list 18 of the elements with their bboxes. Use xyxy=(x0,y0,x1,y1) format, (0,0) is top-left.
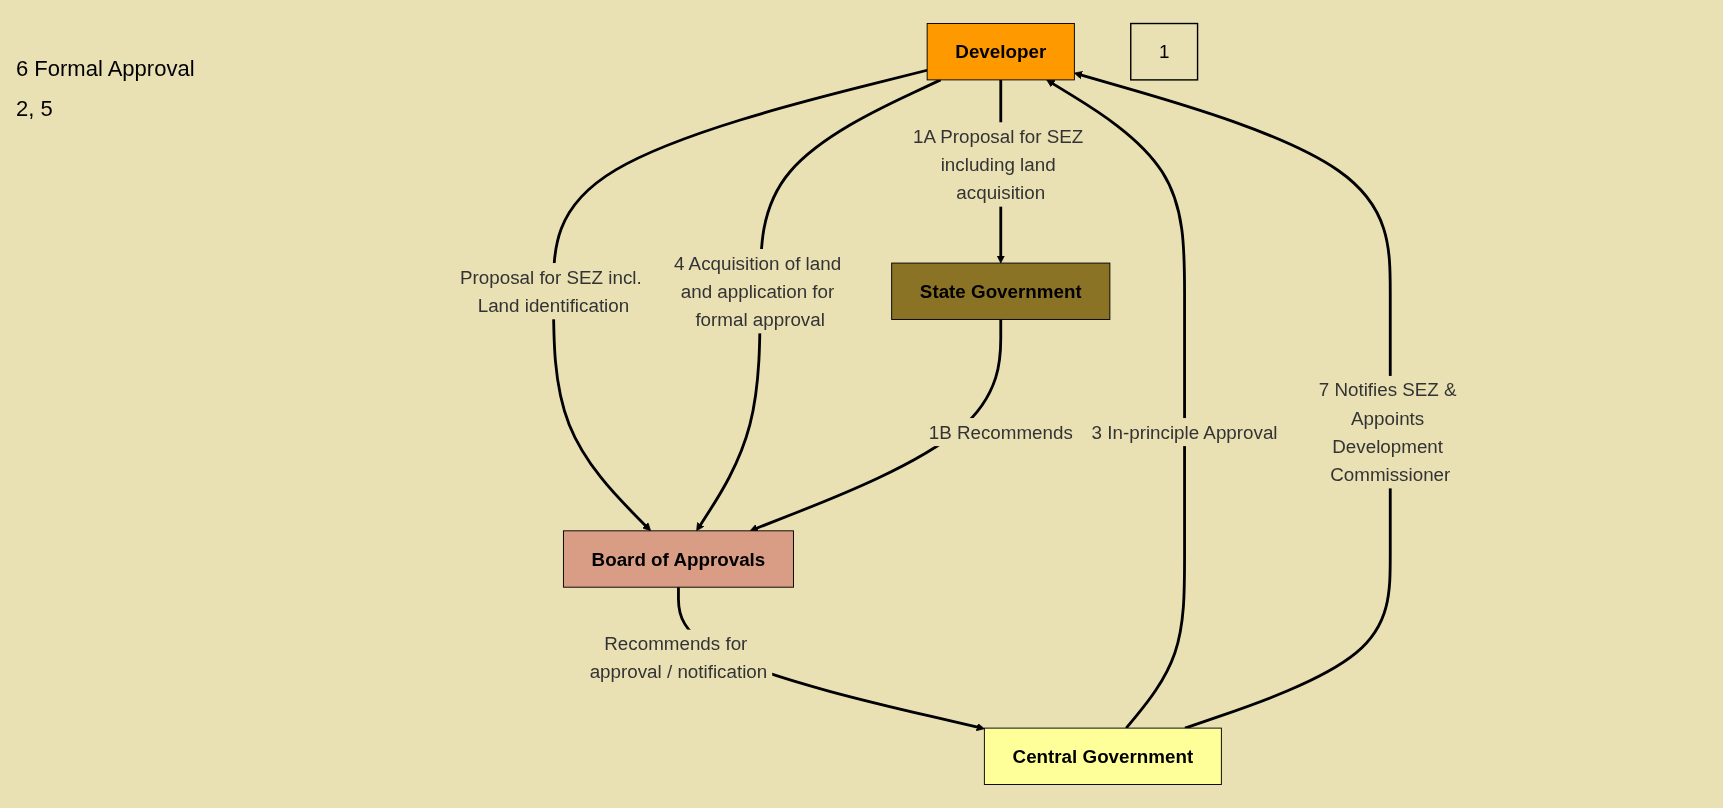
edge-label: 7 Notifies SEZ & Appoints Development Commissioner xyxy=(1318,379,1457,485)
edge-label: 1A Proposal for SEZ including land acquisition xyxy=(912,125,1083,203)
edge-label: Proposal for SEZ incl. Land identification xyxy=(459,266,642,316)
edge-label: 4 Acquisition of land and application for formal approval xyxy=(673,252,841,330)
note-text: 6 Formal Approval xyxy=(16,56,196,82)
edge-label: 1B Recommends xyxy=(928,421,1073,443)
edge-label: Recommends for approval / notification xyxy=(589,633,767,683)
node-box: Board of Approvals xyxy=(562,530,794,588)
arrow xyxy=(551,68,928,532)
arrow xyxy=(1073,71,1392,730)
note-text: 2, 5 xyxy=(16,96,54,122)
node-box: State Government xyxy=(890,262,1110,320)
node-box: Developer xyxy=(926,23,1075,81)
arrow xyxy=(749,319,1002,532)
node-box: Central Government xyxy=(983,727,1222,785)
node-box: 1 xyxy=(1129,22,1198,81)
edge-label: 3 In-principle Approval xyxy=(1091,421,1278,443)
arrow xyxy=(1046,79,1186,729)
